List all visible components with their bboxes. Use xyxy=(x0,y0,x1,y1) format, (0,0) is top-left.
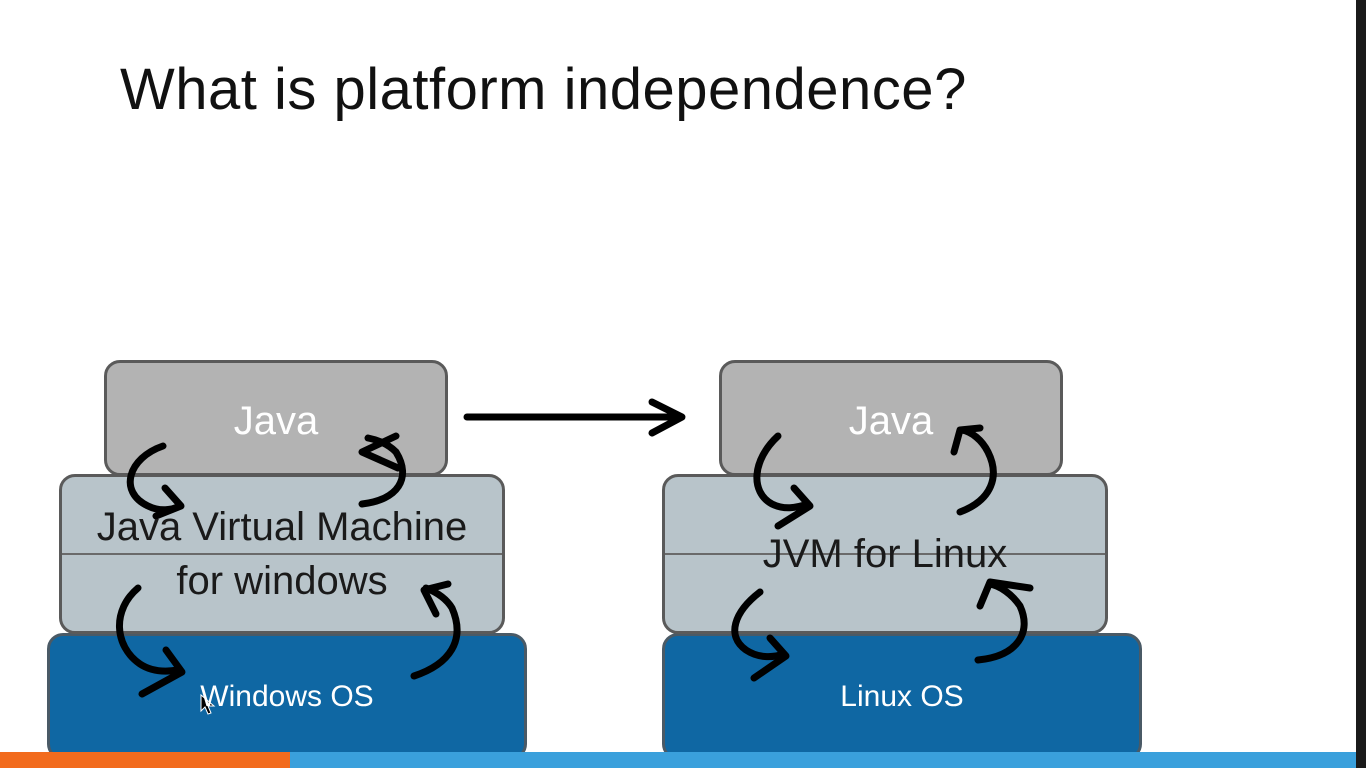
windows-java-box: Java xyxy=(104,360,448,476)
slide-footer-accent xyxy=(0,752,290,768)
linux-os-box: Linux OS xyxy=(662,633,1142,760)
linux-java-label: Java xyxy=(848,399,934,443)
windows-java-label: Java xyxy=(233,399,319,443)
windows-jvm-label-line1: Java Virtual Machine xyxy=(96,505,468,549)
linux-jvm-box: JVM for Linux xyxy=(662,474,1108,634)
windows-jvm-label: Java Virtual Machine for windows xyxy=(97,500,468,608)
mouse-pointer-icon xyxy=(200,694,216,715)
window-edge xyxy=(1356,0,1366,768)
linux-jvm-label: JVM for Linux xyxy=(762,532,1008,576)
windows-jvm-box: Java Virtual Machine for windows xyxy=(59,474,505,634)
windows-jvm-label-line2: for windows xyxy=(176,559,388,603)
slide-title: What is platform independence? xyxy=(120,57,967,122)
slide-footer-bar xyxy=(0,752,1356,768)
windows-os-label: Windows OS xyxy=(200,679,374,713)
linux-java-box: Java xyxy=(719,360,1063,476)
right-arrow-icon xyxy=(463,398,686,437)
linux-os-label: Linux OS xyxy=(840,679,964,713)
windows-os-box: Windows OS xyxy=(47,633,527,760)
